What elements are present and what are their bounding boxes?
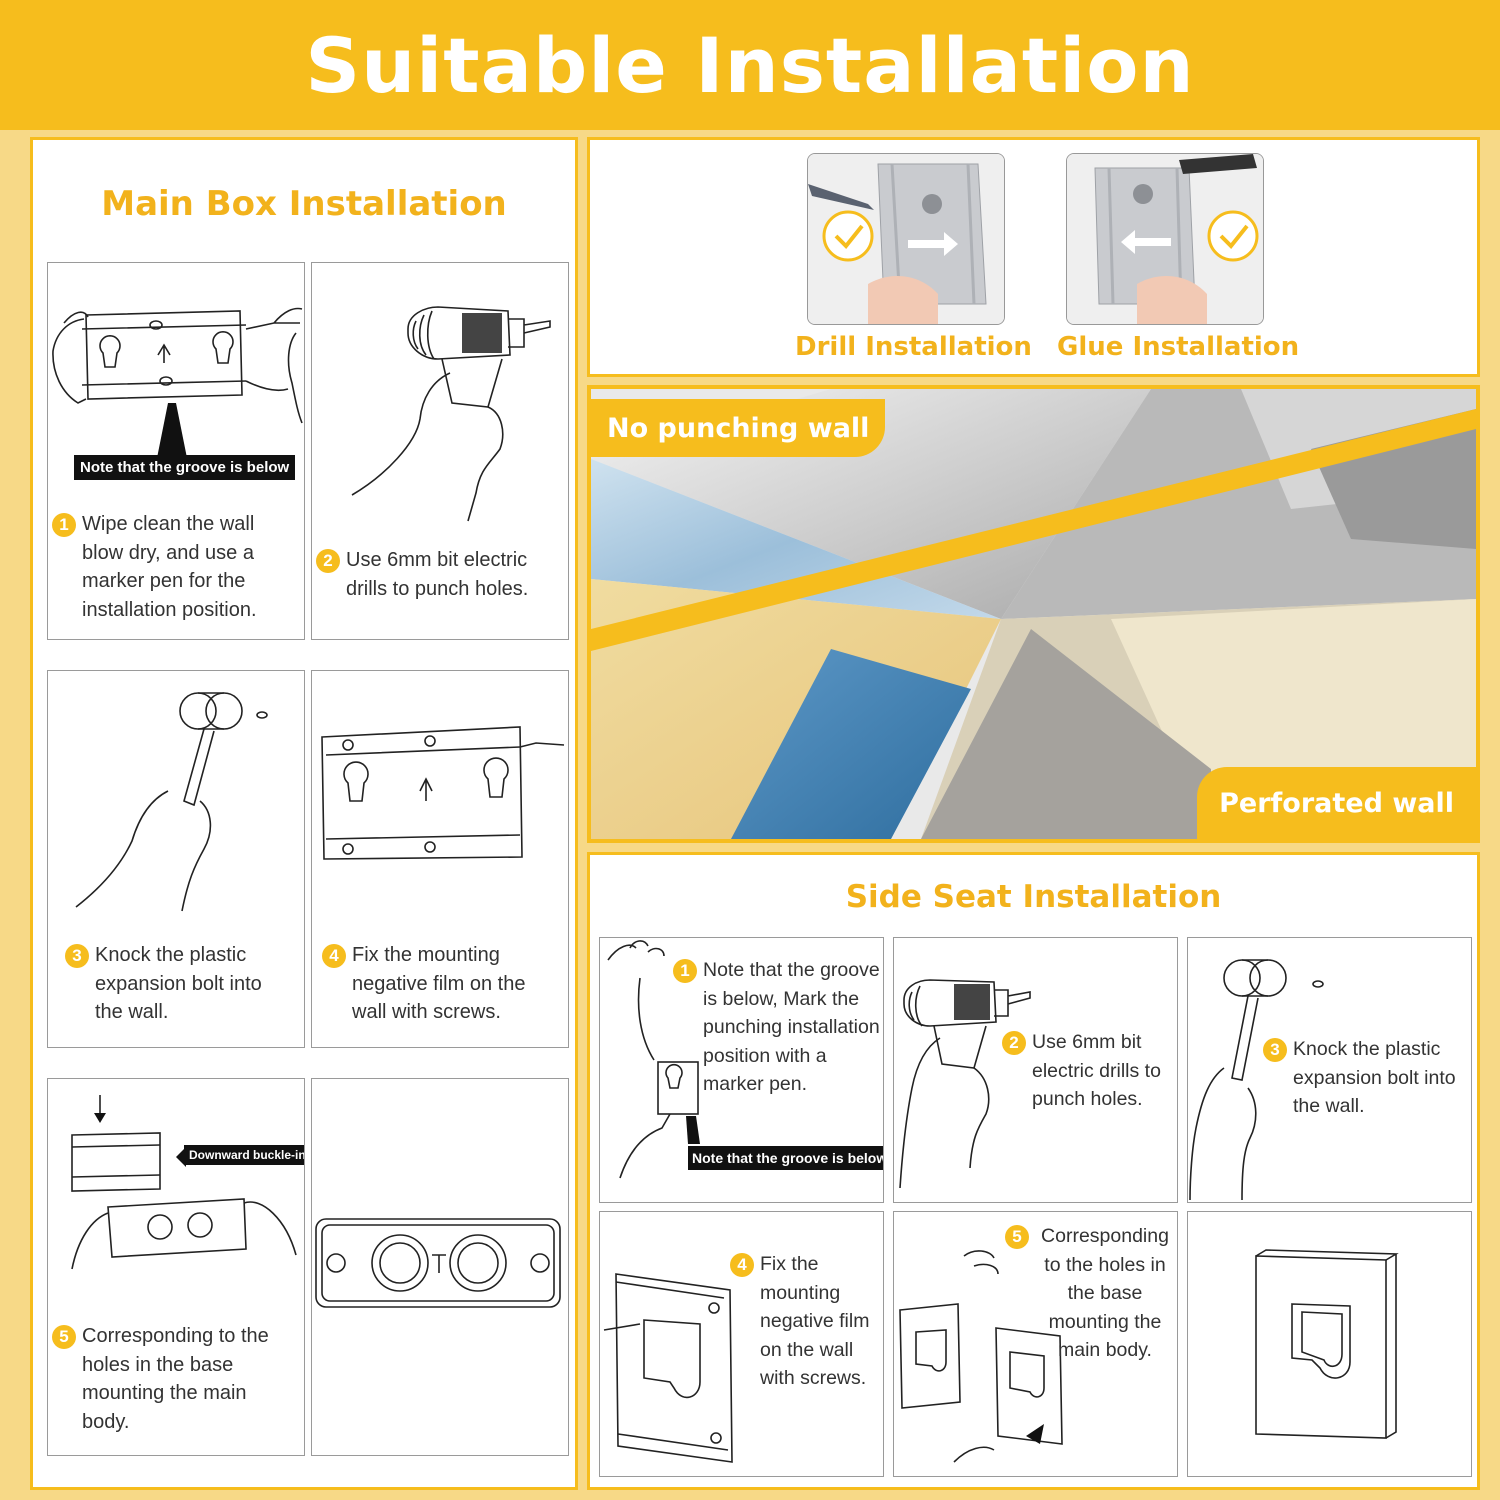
side-marking-illustration [607, 940, 700, 1179]
perforated-wall-label: Perforated wall [1197, 767, 1476, 839]
main-step-4-text: 4 Fix the mounting negative film on the … [322, 941, 562, 1027]
step-text: Corresponding to the holes in the base m… [1041, 1225, 1169, 1361]
side-step-5-cell: 5 Corresponding to the holes in the base… [893, 1211, 1178, 1477]
side-step-1-text: 1 Note that the groove is below, Mark th… [673, 956, 883, 1099]
side-step-2-text: 2 Use 6mm bit electric drills to punch h… [1002, 1028, 1177, 1114]
drill-bracket-image [808, 154, 1004, 324]
side-drill-illustration [899, 979, 1031, 1189]
step-number-badge: 3 [1263, 1038, 1287, 1062]
main-step-3-cell: 3 Knock the plastic expansion bolt into … [47, 670, 305, 1048]
side-step-3-text: 3 Knock the plastic expansion bolt into … [1263, 1035, 1471, 1121]
side-plate-illustration [603, 1273, 733, 1463]
install-type-panel: Drill Installation Glue Installation [587, 137, 1480, 377]
main-step-5-text: 5 Corresponding to the holes in the base… [52, 1322, 298, 1436]
step-number-badge: 4 [322, 944, 346, 968]
drill-installation-label: Drill Installation [795, 332, 1032, 362]
mounting-plate-illustration [321, 726, 565, 860]
glue-bracket-image [1067, 154, 1263, 324]
side-result-cell [1187, 1211, 1472, 1477]
side-seat-title: Side Seat Installation [845, 879, 1222, 915]
mount-main-body-illustration [71, 1095, 297, 1270]
hammer-illustration [75, 692, 268, 912]
main-step-2-cell: 2 Use 6mm bit electric drills to punch h… [311, 262, 569, 640]
step-text: Fix the mounting negative film on the wa… [352, 944, 526, 1023]
main-step-1-cell: Note that the groove is below 1 Wipe cle… [47, 262, 305, 640]
main-step-2-text: 2 Use 6mm bit electric drills to punch h… [316, 546, 561, 603]
main-step-1-text: 1 Wipe clean the wall blow dry, and use … [52, 510, 292, 624]
step-number-badge: 2 [316, 549, 340, 573]
installed-main-box-illustration [315, 1218, 561, 1308]
no-punching-wall-label: No punching wall [591, 399, 886, 457]
step-text: Use 6mm bit electric drills to punch hol… [1032, 1031, 1161, 1110]
side-step-1-cell: Note that the groove is below 1 Note tha… [599, 937, 884, 1203]
step-number-badge: 2 [1002, 1031, 1026, 1055]
step-number-badge: 5 [52, 1325, 76, 1349]
side-groove-note-label: Note that the groove is below [688, 1146, 883, 1170]
groove-note-label: Note that the groove is below [74, 455, 296, 480]
side-step-3-cell: 3 Knock the plastic expansion bolt into … [1187, 937, 1472, 1203]
step-number-badge: 1 [52, 513, 76, 537]
main-result-cell [311, 1078, 569, 1456]
step-text: Note that the groove is below, Mark the … [703, 959, 880, 1095]
side-step-2-cell: 2 Use 6mm bit electric drills to punch h… [893, 937, 1178, 1203]
main-box-title: Main Box Installation [101, 184, 507, 224]
downward-buckle-label: Downward buckle-in [184, 1145, 304, 1165]
step-text: Fix the mounting negative film on the wa… [760, 1253, 870, 1389]
side-step-4-cell: 4 Fix the mounting negative film on the … [599, 1211, 884, 1477]
step-text: Knock the plastic expansion bolt into th… [95, 944, 262, 1023]
side-mount-body-illustration [899, 1250, 1063, 1463]
step-text: Wipe clean the wall blow dry, and use a … [82, 513, 257, 621]
page-title: Suitable Installation [305, 20, 1195, 110]
step-number-badge: 3 [65, 944, 89, 968]
installed-side-seat-illustration [1255, 1249, 1399, 1439]
main-step-4-cell: 4 Fix the mounting negative film on the … [311, 670, 569, 1048]
main-box-panel: Main Box Installation Note that the groo… [30, 137, 578, 1490]
step-text: Knock the plastic expansion bolt into th… [1293, 1038, 1456, 1117]
drill-installation-photo [807, 153, 1005, 325]
side-seat-panel: Side Seat Installation Note that the gro… [587, 852, 1480, 1490]
step-number-badge: 1 [673, 959, 697, 983]
wall-surfaces-collage [591, 389, 1476, 839]
electric-drill-illustration [351, 306, 551, 522]
main-step-5-cell: Downward buckle-in 5 Corresponding to th… [47, 1078, 305, 1456]
marking-mount-illustration [52, 307, 303, 463]
side-hammer-illustration [1189, 959, 1324, 1201]
side-step-4-text: 4 Fix the mounting negative film on the … [730, 1250, 883, 1393]
step-text: Corresponding to the holes in the base m… [82, 1325, 269, 1433]
main-step-3-text: 3 Knock the plastic expansion bolt into … [65, 941, 295, 1027]
glue-installation-label: Glue Installation [1057, 332, 1300, 362]
side-step-5-text: 5 Corresponding to the holes in the base… [1005, 1222, 1175, 1365]
step-number-badge: 5 [1005, 1225, 1029, 1249]
step-number-badge: 4 [730, 1253, 754, 1277]
title-banner: Suitable Installation [0, 0, 1500, 130]
glue-installation-photo [1066, 153, 1264, 325]
wall-types-panel: No punching wall Perforated wall [587, 385, 1480, 843]
step-text: Use 6mm bit electric drills to punch hol… [346, 549, 529, 600]
